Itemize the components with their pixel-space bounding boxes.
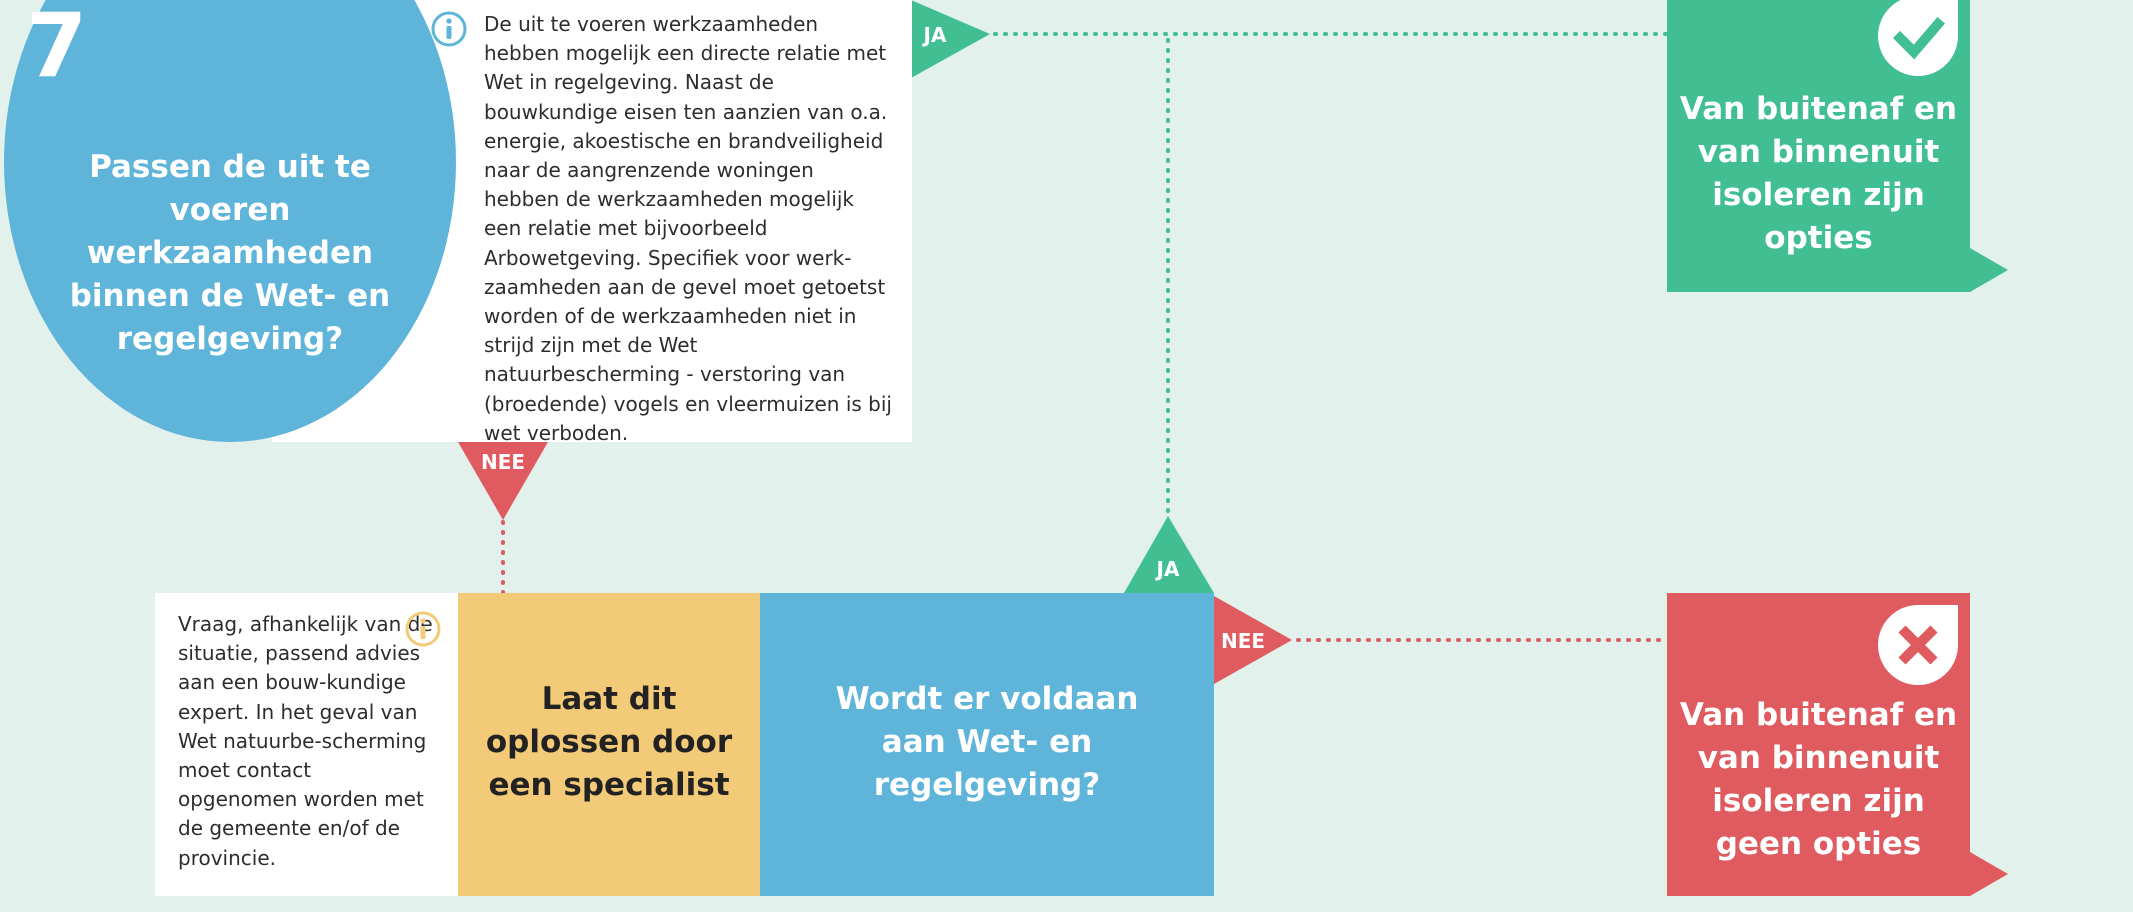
outcome-positive-text: Van buitenaf en van binnenuit isoleren z… [1679,91,1958,256]
info-icon [404,610,442,648]
step-number: 7 [26,0,88,97]
specialist-box [458,593,760,896]
info-panel-bottom [155,593,460,896]
info-icon [430,10,468,48]
arrow-nee-right [1214,596,1292,684]
checkmark-icon [1878,0,1958,76]
check-question: Wordt er voldaan aan Wet- en regelgeving… [835,681,1139,803]
specialist-label: Laat dit oplossen door een specialist [485,681,733,803]
label-nee-down: NEE [480,450,526,474]
cross-icon [1878,605,1958,685]
outcome-negative-text: Van buitenaf en van binnenuit isoleren z… [1679,697,1958,862]
step-question: Passen de uit te voeren werkzaamheden bi… [69,149,391,357]
info-text-top: De uit te voeren werkzaamheden hebben mo… [484,12,892,445]
arrow-ja-top [911,0,990,78]
info-text-bottom: Vraag, afhankelijk van de situatie, pass… [178,612,433,870]
arrow-nee-down [458,442,548,520]
red-tab [1970,852,2008,896]
arrow-ja-up [1124,516,1214,593]
label-ja-top: JA [923,23,947,47]
label-nee-right: NEE [1220,629,1266,653]
label-ja-up: JA [1156,557,1180,581]
green-tab [1970,248,2008,292]
step-circle [4,0,456,442]
check-box [760,593,1214,896]
